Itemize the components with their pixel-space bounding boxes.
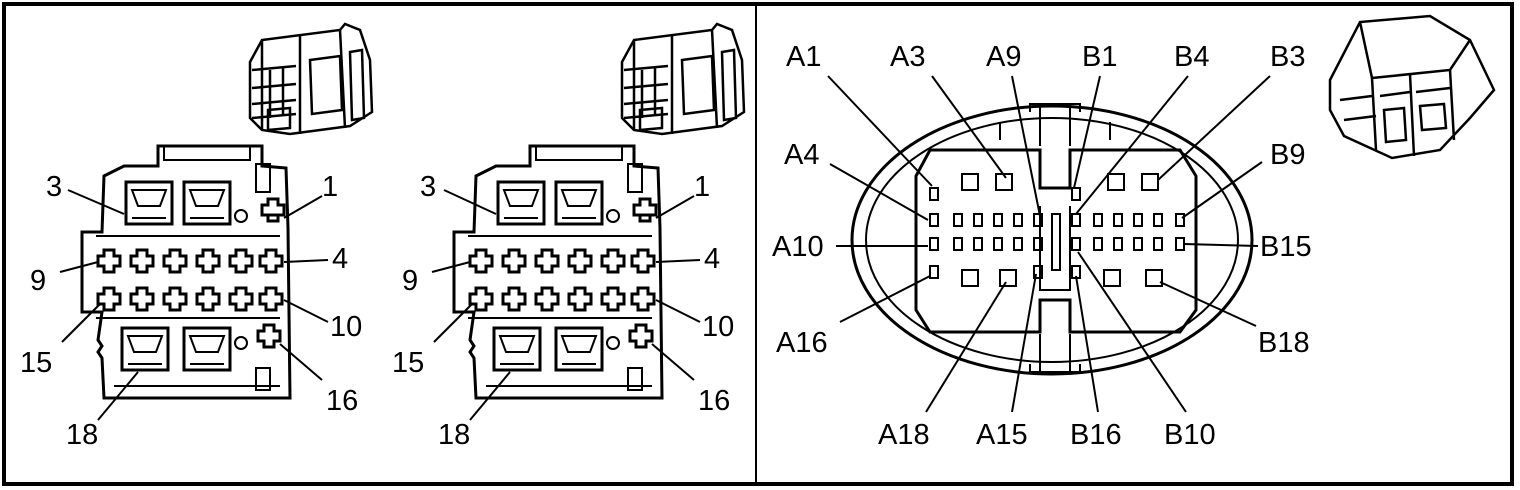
connector-2-face — [452, 144, 664, 400]
connector-1-large-terminal — [182, 180, 232, 226]
connector-1-face — [80, 144, 292, 400]
connector-2-large-terminal — [554, 180, 604, 226]
callout-label: B16 — [1070, 419, 1122, 451]
callout-label: 9 — [30, 265, 46, 297]
connector-2-pin-row-b — [468, 286, 656, 312]
callout-label: 1 — [322, 171, 338, 203]
connector-3-3d-icon — [1328, 14, 1496, 160]
callout-label: A1 — [786, 41, 821, 73]
callout-label: B18 — [1258, 327, 1310, 359]
connector-3-housing — [850, 104, 1254, 376]
callout-label: 3 — [420, 171, 436, 203]
connector-1-pin-16 — [256, 323, 282, 349]
connector-2-pin-row-a — [468, 248, 656, 274]
connector-2-pin-16 — [628, 323, 654, 349]
callout-label: 10 — [330, 311, 362, 343]
connector-1-pin-1 — [260, 197, 286, 223]
connector-2-3d-icon — [620, 22, 746, 136]
connector-2-leaders — [431, 189, 701, 421]
callout-label: B10 — [1164, 419, 1216, 451]
callout-label: A16 — [776, 327, 828, 359]
callout-label: B9 — [1270, 139, 1305, 171]
callout-label: 10 — [702, 311, 734, 343]
connector-3-inner-body — [914, 148, 1198, 334]
callout-label: A4 — [784, 139, 819, 171]
callout-label: B1 — [1082, 41, 1117, 73]
callout-label: A9 — [986, 41, 1021, 73]
connector-1-labels: 3 1 9 4 15 10 16 18 — [20, 171, 362, 451]
connector-3-large-terminal — [961, 173, 1163, 287]
connector-1-3d-icon — [248, 22, 374, 136]
connector-3-leaders — [827, 75, 1271, 413]
connector-3 — [850, 14, 1496, 376]
connector-2-labels: 3 1 9 4 15 10 16 18 — [392, 171, 734, 451]
callout-label: 1 — [694, 171, 710, 203]
connector-1-pin-row-a — [96, 248, 284, 274]
connector-1-large-terminal — [182, 326, 232, 372]
callout-label: 4 — [332, 243, 348, 275]
callout-label: 18 — [438, 419, 470, 451]
connector-1-large-terminal — [120, 326, 170, 372]
connector-3-labels: A1 A3 A9 B1 B4 B3 A4 B9 A10 B15 A16 B18 … — [772, 41, 1312, 451]
connector-2 — [452, 22, 746, 400]
callout-label: B4 — [1174, 41, 1209, 73]
callout-label: 4 — [704, 243, 720, 275]
connector-1-leaders — [59, 189, 329, 421]
callout-label: A15 — [976, 419, 1028, 451]
callout-label: 3 — [46, 171, 62, 203]
callout-label: B3 — [1270, 41, 1305, 73]
connector-2-large-terminal — [492, 326, 542, 372]
callout-label: A10 — [772, 231, 824, 263]
callout-label: A18 — [878, 419, 930, 451]
callout-label: 9 — [402, 265, 418, 297]
connector-2-pin-1 — [632, 197, 658, 223]
callout-label: B15 — [1260, 231, 1312, 263]
callout-label: 18 — [66, 419, 98, 451]
connector-2-large-terminal — [554, 326, 604, 372]
connector-1-pin-row-b — [96, 286, 284, 312]
connector-2-large-terminal — [496, 180, 546, 226]
callout-label: 16 — [698, 385, 730, 417]
connector-1-large-terminal — [124, 180, 174, 226]
connector-1 — [80, 22, 374, 400]
callout-label: 15 — [392, 347, 424, 379]
callout-label: 16 — [326, 385, 358, 417]
callout-label: A3 — [890, 41, 925, 73]
callout-label: 15 — [20, 347, 52, 379]
connector-3-pin-rows — [929, 187, 1185, 279]
